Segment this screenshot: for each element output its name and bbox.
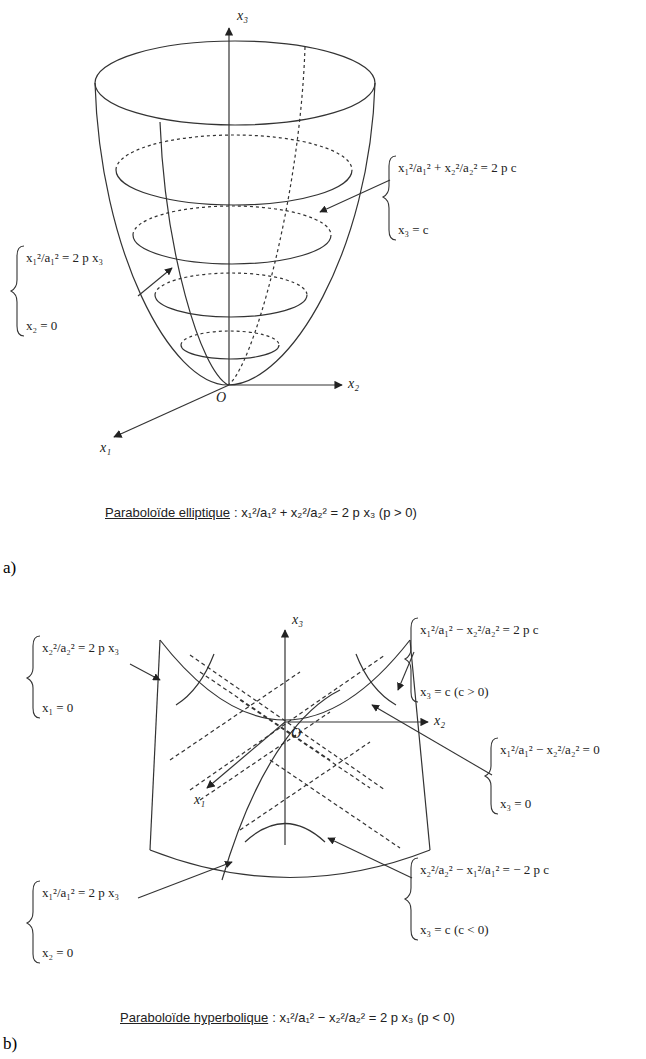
equation: x₁ = 0	[42, 700, 73, 716]
caption-title: Paraboloïde hyperbolique	[120, 1010, 268, 1026]
equation: x₃ = 0	[500, 796, 531, 812]
axis-label: x₂	[434, 713, 445, 729]
equation: x₁²/a₁² = 2 p x₃	[26, 250, 103, 266]
equation: x₃ = c (c > 0)	[420, 684, 489, 700]
equation: x₁²/a₁² = 2 p x₃	[42, 885, 119, 901]
origin-label: O	[291, 726, 301, 742]
caption-title: Paraboloïde elliptique	[105, 505, 230, 521]
equation: x₂²/a₂² − x₁²/a₁² = − 2 p c	[420, 862, 549, 878]
elliptic-paraboloid	[95, 28, 375, 437]
axis-label: x₃	[292, 612, 303, 628]
leaders-a	[11, 156, 396, 336]
equation: x₂ = 0	[26, 318, 57, 334]
leaders-b	[27, 618, 498, 963]
caption-equation: : x₁²/a₁² − x₂²/a₂² = 2 p x₃ (p < 0)	[272, 1010, 455, 1026]
hyperbolic-paraboloid	[150, 630, 430, 880]
equation: x₂ = 0	[42, 945, 73, 961]
equation: x₃ = c	[398, 222, 429, 238]
equation: x₁²/a₁² − x₂²/a₂² = 0	[500, 742, 600, 758]
equation: x₂²/a₂² = 2 p x₃	[42, 640, 119, 656]
axis-label: x₂	[348, 376, 359, 392]
panel-letter: a)	[3, 560, 16, 576]
origin-label: O	[216, 390, 226, 406]
panel-letter: b)	[3, 1036, 17, 1052]
caption-equation: : x₁²/a₁² + x₂²/a₂² = 2 p x₃ (p > 0)	[234, 505, 417, 521]
equation: x₁²/a₁² − x₂²/a₂² = 2 p c	[420, 622, 538, 638]
axis-label: x₁	[194, 792, 205, 808]
equation: x₃ = c (c < 0)	[420, 922, 489, 938]
axis-label: x₁	[100, 440, 111, 456]
axis-label: x₃	[237, 8, 248, 24]
equation: x₁²/a₁² + x₂²/a₂² = 2 p c	[398, 160, 516, 176]
